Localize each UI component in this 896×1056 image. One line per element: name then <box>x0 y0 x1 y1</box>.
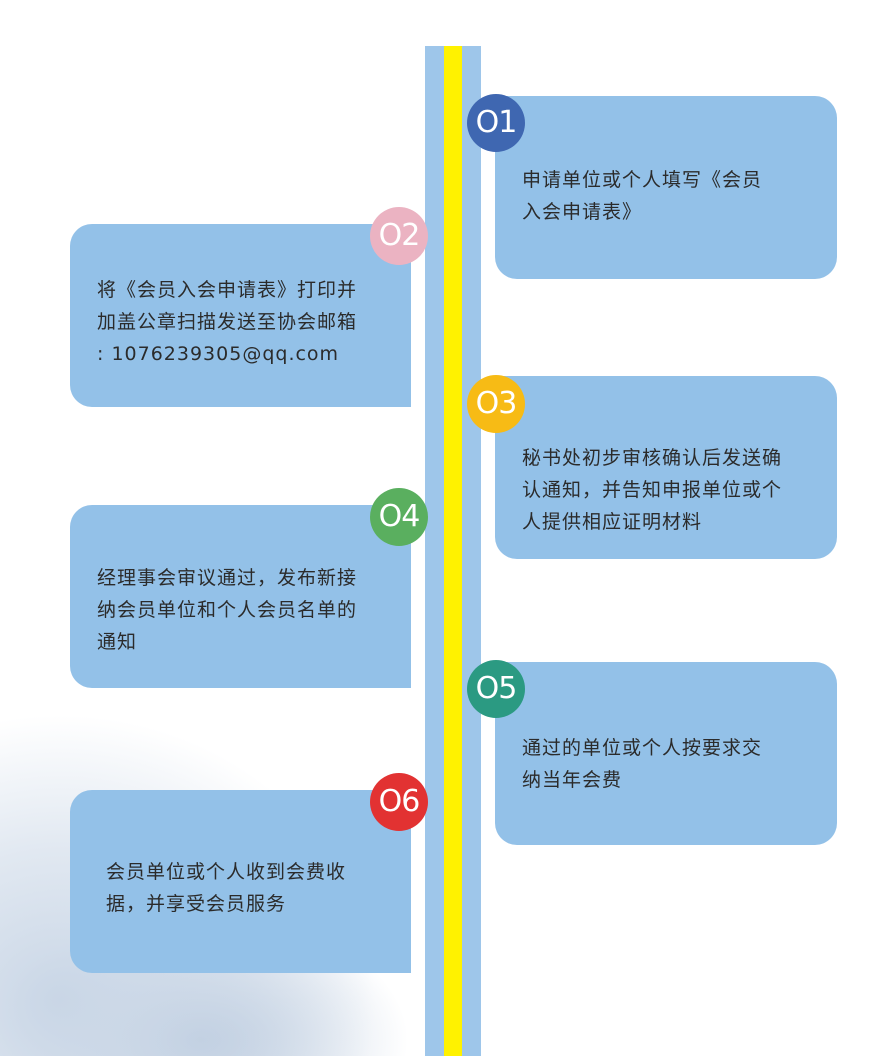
step-badge-3: O3 <box>467 375 525 433</box>
step-card-6: 会员单位或个人收到会费收 据，并享受会员服务 <box>70 790 411 973</box>
step-card-4: 经理事会审议通过，发布新接 纳会员单位和个人会员名单的 通知 <box>70 505 411 688</box>
step-badge-5: O5 <box>467 660 525 718</box>
step-text-4: 经理事会审议通过，发布新接 纳会员单位和个人会员名单的 通知 <box>97 567 358 653</box>
step-badge-1: O1 <box>467 94 525 152</box>
step-card-2: 将《会员入会申请表》打印并 加盖公章扫描发送至协会邮箱 : 1076239305… <box>70 224 411 407</box>
timeline-center-line <box>444 46 462 1056</box>
step-text-3: 秘书处初步审核确认后发送确 认通知，并告知申报单位或个 人提供相应证明材料 <box>522 447 783 533</box>
step-card-1: 申请单位或个人填写《会员 入会申请表》 <box>495 96 837 279</box>
step-badge-2: O2 <box>370 207 428 265</box>
step-badge-4: O4 <box>370 488 428 546</box>
step-text-5: 通过的单位或个人按要求交 纳当年会费 <box>522 737 763 791</box>
step-text-6: 会员单位或个人收到会费收 据，并享受会员服务 <box>106 861 347 915</box>
step-text-1: 申请单位或个人填写《会员 入会申请表》 <box>522 169 763 223</box>
step-card-5: 通过的单位或个人按要求交 纳当年会费 <box>495 662 837 845</box>
step-badge-6: O6 <box>370 773 428 831</box>
step-text-2: 将《会员入会申请表》打印并 加盖公章扫描发送至协会邮箱 : 1076239305… <box>97 279 358 365</box>
step-card-3: 秘书处初步审核确认后发送确 认通知，并告知申报单位或个 人提供相应证明材料 <box>495 376 837 559</box>
